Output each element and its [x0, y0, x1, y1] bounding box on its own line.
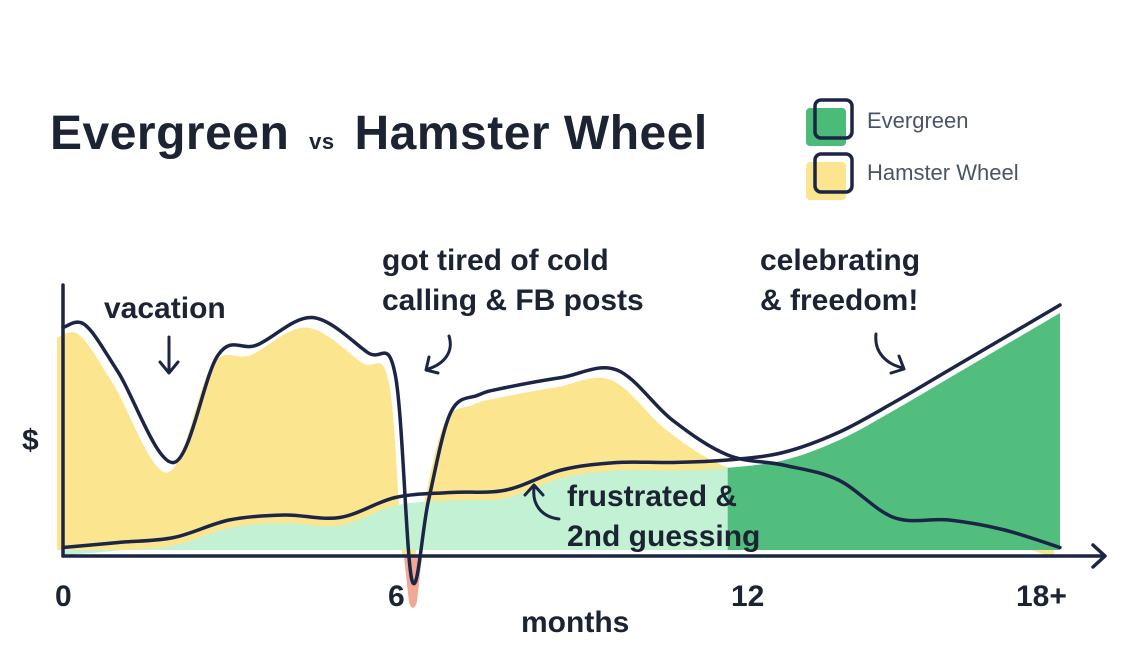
chart-lines [61, 303, 1062, 586]
chart-axes [61, 283, 1107, 569]
legend-swatch-hamster-fill [806, 162, 846, 200]
legend-label-hamster: Hamster Wheel [867, 160, 1019, 185]
x-tick-label: 6 [388, 580, 405, 613]
annotation-tired: got tired of cold calling & FB posts [382, 244, 644, 317]
legend-swatch-evergreen-outline [813, 98, 854, 140]
legend-swatch-hamster-outline [813, 152, 854, 194]
celebrating-arrow-head [889, 354, 906, 375]
x-tick-label: 0 [55, 580, 72, 613]
title-part-evergreen: Evergreen [50, 107, 290, 160]
frustrated-arrow-head [523, 483, 545, 497]
legend-swatch-evergreen-fill [806, 108, 846, 146]
celebrating-arrow [874, 332, 905, 370]
title-part-hamster: Hamster Wheel [354, 107, 708, 160]
legend-swatches [806, 98, 854, 200]
annotation-frustrated: frustrated & 2nd guessing [567, 480, 761, 553]
tired-arrow [426, 334, 452, 371]
hamster-wheel-line [61, 315, 1062, 586]
annotation-vacation: vacation [104, 292, 226, 325]
vacation-arrow-head [158, 360, 180, 375]
chart-areas [57, 313, 1060, 608]
tired-arrow-head [424, 355, 440, 375]
evergreen-line [61, 303, 1062, 550]
title-vs: vs [309, 129, 335, 154]
x-axis-label: months [521, 606, 630, 639]
annotation-celebrating: celebrating & freedom! [760, 244, 921, 317]
y-axis-label: $ [22, 424, 39, 457]
x-tick-label: 18+ [1016, 580, 1067, 613]
frustrated-arrow [532, 486, 561, 521]
chart-title: Evergreen vs Hamster Wheel [50, 106, 708, 161]
x-axis-arrow-head [1091, 543, 1107, 569]
x-tick-label: 12 [731, 580, 765, 613]
annotation-arrows [158, 332, 906, 521]
evergreen-lead-area [727, 313, 1060, 550]
legend-label-evergreen: Evergreen [867, 108, 969, 133]
